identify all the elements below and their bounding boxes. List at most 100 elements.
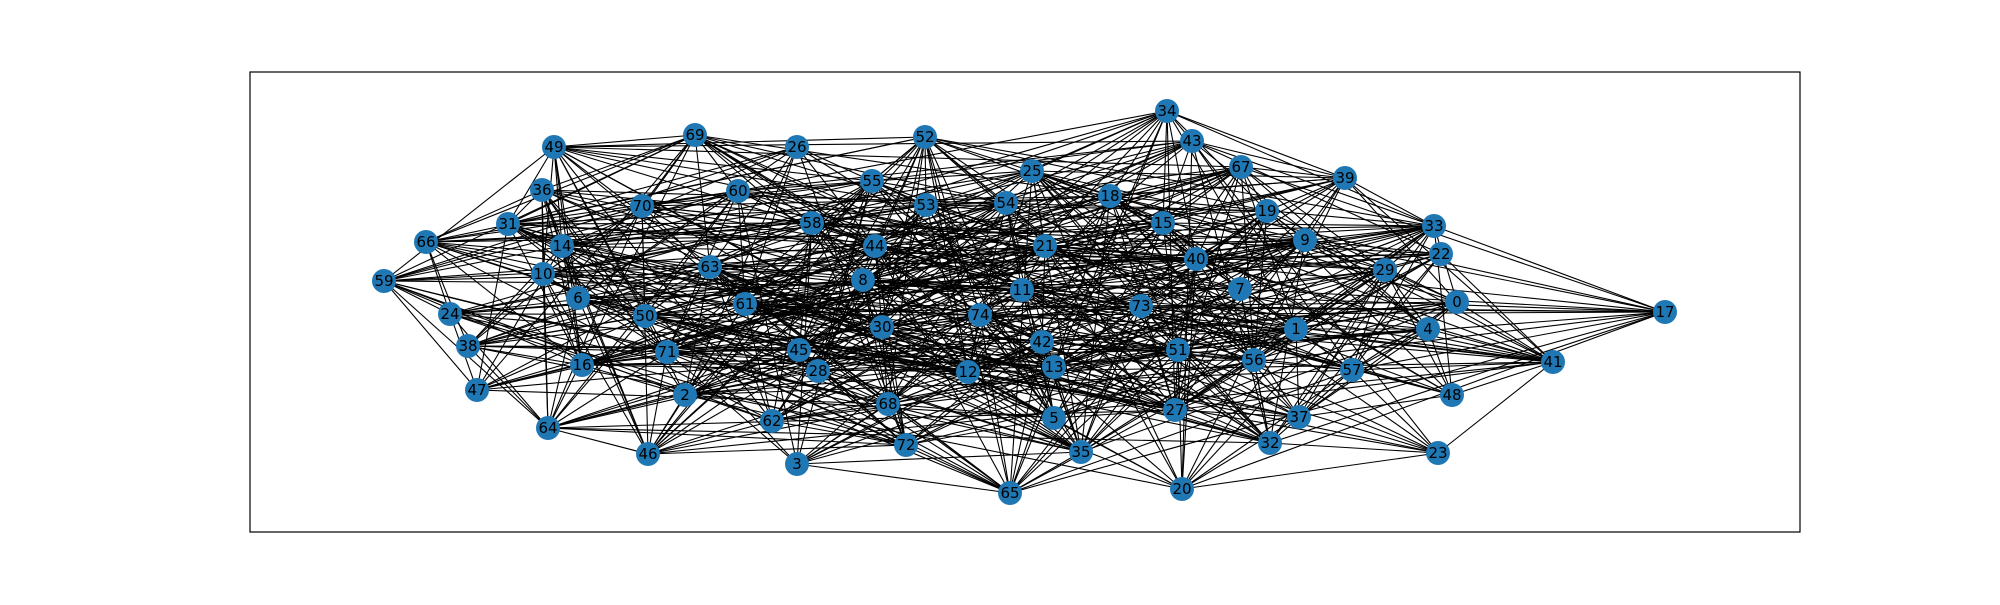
node-15: [1151, 211, 1175, 235]
edge-52-68: [887, 136, 926, 405]
edge-18-37: [1109, 195, 1300, 418]
node-55: [860, 169, 884, 193]
edge-64-72: [547, 427, 907, 446]
edge-64-69: [547, 134, 696, 429]
edge-6-46: [577, 297, 649, 455]
node-8: [851, 268, 875, 292]
node-label-44: 44: [865, 237, 884, 255]
node-label-19: 19: [1257, 202, 1276, 220]
edge-37-51: [1177, 349, 1300, 418]
edge-36-46: [541, 189, 649, 455]
node-65: [998, 481, 1022, 505]
node-label-11: 11: [1012, 281, 1031, 299]
node-48: [1440, 383, 1464, 407]
edge-17-57: [1351, 311, 1666, 371]
edge-50-63: [644, 266, 711, 317]
edge-58-63: [709, 222, 813, 268]
edge-49-67: [553, 146, 1242, 168]
edge-1-37: [1295, 328, 1300, 418]
node-label-39: 39: [1335, 169, 1354, 187]
edge-41-46: [647, 361, 1554, 455]
edge-14-59: [383, 245, 563, 282]
edge-46-55: [647, 180, 873, 455]
node-label-7: 7: [1235, 280, 1245, 298]
node-label-20: 20: [1172, 480, 1191, 498]
edge-16-56: [581, 359, 1255, 366]
edge-38-64: [467, 345, 549, 429]
edge-63-65: [709, 266, 1011, 494]
edge-43-53: [925, 140, 1193, 206]
node-28: [806, 359, 830, 383]
edge-0-47: [476, 301, 1458, 391]
node-label-3: 3: [792, 455, 802, 473]
node-52: [913, 125, 937, 149]
edge-22-37: [1298, 253, 1442, 418]
edge-32-73: [1140, 305, 1271, 444]
node-label-73: 73: [1131, 297, 1150, 315]
edge-13-34: [1053, 110, 1168, 368]
edge-25-35: [1031, 170, 1082, 453]
edge-54-69: [694, 134, 1007, 204]
edge-61-71: [666, 303, 746, 353]
node-68: [876, 392, 900, 416]
edge-4-35: [1080, 328, 1429, 453]
node-25: [1020, 159, 1044, 183]
edge-25-61: [744, 170, 1033, 305]
edge-22-57: [1351, 253, 1442, 371]
edge-29-51: [1177, 269, 1386, 351]
node-47: [465, 378, 489, 402]
edge-10-30: [542, 273, 883, 328]
node-label-16: 16: [572, 356, 591, 374]
edge-39-43: [1191, 140, 1346, 179]
node-label-40: 40: [1186, 250, 1205, 268]
edge-42-57: [1041, 341, 1353, 371]
edge-23-66: [425, 241, 1439, 454]
edge-51-69: [694, 134, 1179, 351]
edge-65-68: [887, 403, 1011, 494]
edge-40-63: [709, 258, 1197, 268]
node-label-34: 34: [1157, 102, 1176, 120]
node-label-23: 23: [1428, 444, 1447, 462]
node-label-32: 32: [1260, 434, 1279, 452]
node-56: [1242, 348, 1266, 372]
edge-25-53: [925, 170, 1033, 206]
edge-27-31: [507, 223, 1176, 411]
node-label-36: 36: [532, 181, 551, 199]
edge-34-40: [1166, 110, 1197, 260]
edge-24-35: [449, 313, 1082, 453]
edge-53-69: [694, 134, 927, 206]
edge-33-52: [924, 136, 1435, 227]
node-13: [1042, 355, 1066, 379]
edge-65-71: [666, 351, 1011, 494]
edge-69-70: [641, 134, 696, 207]
edge-53-62: [771, 204, 927, 422]
edge-19-40: [1195, 210, 1268, 260]
node-label-58: 58: [802, 214, 821, 232]
edge-41-73: [1140, 305, 1554, 363]
edge-61-70: [641, 205, 746, 305]
edge-58-70: [641, 205, 813, 224]
edge-50-65: [644, 315, 1011, 494]
node-label-46: 46: [638, 445, 657, 463]
edge-50-70: [641, 205, 646, 317]
node-4: [1416, 317, 1440, 341]
node-label-49: 49: [544, 138, 563, 156]
node-label-1: 1: [1291, 320, 1301, 338]
edge-60-70: [641, 190, 739, 207]
edge-48-73: [1140, 305, 1453, 396]
edge-33-43: [1191, 140, 1435, 227]
edge-17-65: [1009, 311, 1666, 494]
edge-55-58: [811, 180, 873, 224]
edge-17-62: [771, 311, 1666, 422]
edge-44-54: [874, 202, 1007, 247]
edge-51-54: [1005, 202, 1179, 351]
edge-56-72: [905, 359, 1255, 446]
edge-19-39: [1266, 177, 1346, 212]
node-34: [1155, 99, 1179, 123]
edge-62-63: [709, 266, 773, 422]
edge-13-72: [905, 366, 1055, 446]
edge-38-66: [425, 241, 469, 347]
edge-64-70: [547, 205, 643, 429]
edge-49-55: [553, 146, 873, 182]
edge-36-64: [541, 189, 549, 429]
